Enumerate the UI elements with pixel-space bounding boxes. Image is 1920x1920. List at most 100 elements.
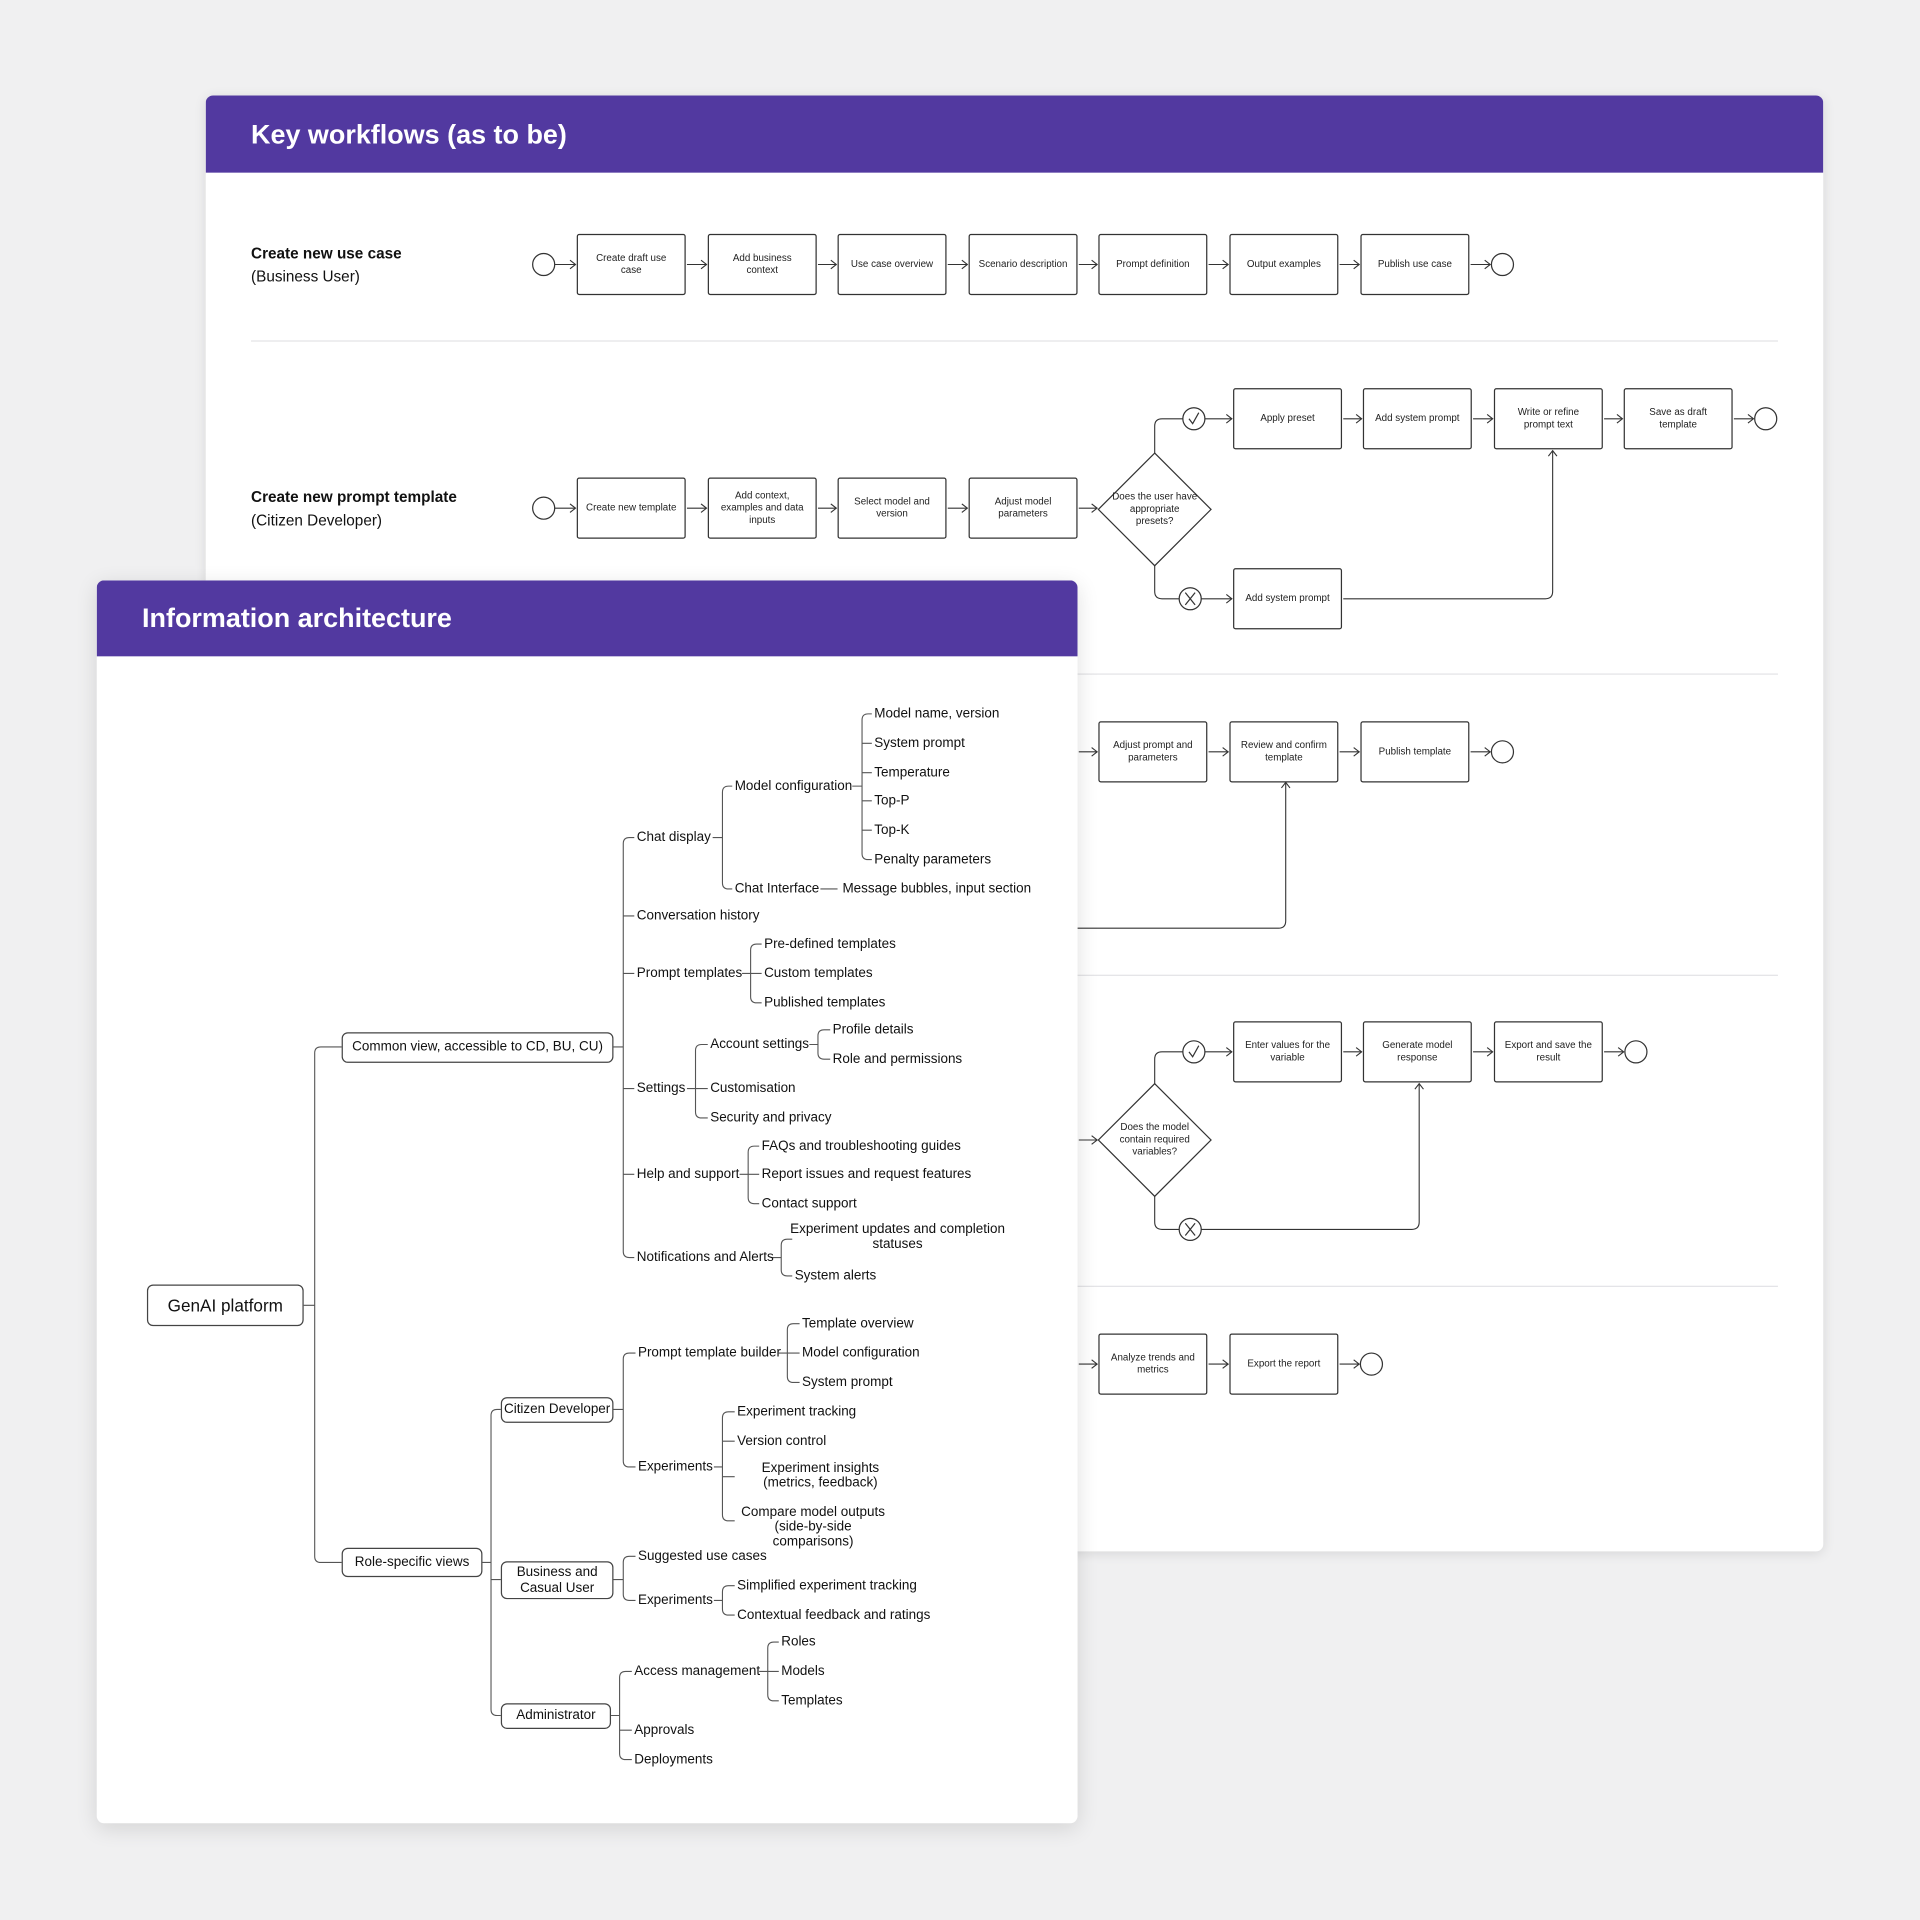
ia-item[interactable]: Models [781, 1664, 825, 1679]
ia-item[interactable]: Customisation [710, 1081, 796, 1096]
ia-item[interactable]: Model configuration [802, 1345, 920, 1361]
circle-event-icon [532, 496, 556, 520]
check-icon [1188, 1045, 1200, 1058]
tree-connector [686, 1043, 708, 1119]
step-box[interactable]: Prompt definition [1098, 233, 1208, 296]
ia-item[interactable]: FAQs and troubleshooting guides [761, 1138, 961, 1154]
ia-item[interactable]: Custom templates [764, 966, 873, 981]
ia-item[interactable]: Model name, version [874, 706, 1000, 722]
tree-connector [482, 1408, 501, 1717]
ia-item[interactable]: Access management [634, 1664, 761, 1679]
ia-item[interactable]: Conversation history [636, 908, 760, 924]
ia-item[interactable]: Temperature [874, 765, 950, 781]
ia-root-node[interactable]: GenAI platform [146, 1284, 304, 1327]
step-box[interactable]: Generate model response [1362, 1021, 1472, 1083]
step-box[interactable]: Write or refine prompt text [1493, 388, 1603, 450]
ia-item[interactable]: Experiment updates and completion status… [790, 1222, 1006, 1252]
ia-item[interactable]: Contact support [761, 1196, 857, 1212]
step-box[interactable]: Add business context [707, 233, 817, 296]
tree-connector [852, 713, 872, 861]
tree-connector [611, 1670, 632, 1761]
decision-text: Does the user have appropriate presets? [1112, 491, 1198, 527]
step-box[interactable]: Add context, examples and data inputs [707, 477, 817, 539]
ia-role-views-node[interactable]: Role-specific views [341, 1547, 483, 1578]
ia-item[interactable]: Version control [737, 1433, 827, 1449]
flow-connector [1201, 1082, 1424, 1230]
step-box[interactable]: Apply preset [1233, 388, 1343, 450]
tree-connector [613, 1555, 636, 1601]
ia-item[interactable]: Help and support [636, 1166, 740, 1182]
ia-item[interactable]: Deployments [634, 1752, 713, 1767]
step-box[interactable]: Output examples [1229, 233, 1339, 296]
step-box[interactable]: Create draft use case [576, 233, 686, 296]
ia-item[interactable]: System alerts [794, 1268, 877, 1284]
circle-event-icon [1490, 252, 1515, 277]
ia-item[interactable]: Account settings [710, 1037, 810, 1052]
step-box[interactable]: Adjust prompt and parameters [1098, 721, 1208, 783]
ia-item[interactable]: Chat Interface [734, 881, 820, 897]
ia-item[interactable]: Security and privacy [710, 1110, 832, 1126]
ia-item[interactable]: Chat display [636, 830, 711, 845]
ia-item[interactable]: Report issues and request features [761, 1166, 972, 1182]
step-box[interactable]: Save as draft template [1623, 388, 1733, 450]
step-box[interactable]: Export the report [1229, 1333, 1339, 1395]
ia-administrator-node[interactable]: Administrator [500, 1703, 612, 1729]
key-workflows-title: Key workflows (as to be) [251, 118, 567, 149]
ia-item[interactable]: Pre-defined templates [764, 936, 896, 952]
ia-item[interactable]: Contextual feedback and ratings [737, 1607, 931, 1623]
ia-item[interactable]: Top-K [874, 822, 910, 838]
ia-item[interactable]: System prompt [802, 1375, 893, 1390]
ia-item[interactable]: Experiments [637, 1459, 713, 1475]
ia-item[interactable]: Compare model outputs (side-by-side comp… [741, 1504, 885, 1549]
ia-item[interactable]: Template overview [802, 1316, 914, 1332]
ia-item[interactable]: Prompt template builder [637, 1345, 781, 1361]
ia-item[interactable]: Penalty parameters [874, 852, 992, 867]
step-box[interactable]: Create new template [576, 477, 686, 539]
step-box[interactable]: Select model and version [837, 477, 947, 539]
ia-item[interactable]: System prompt [874, 735, 965, 751]
step-box[interactable]: Publish template [1360, 721, 1470, 783]
step-box[interactable]: Use case overview [837, 233, 947, 296]
ia-item[interactable]: Profile details [832, 1022, 914, 1038]
step-box[interactable]: Add system prompt [1362, 388, 1472, 450]
ia-item[interactable]: Model configuration [734, 778, 853, 794]
ia-item[interactable]: Approvals [634, 1722, 695, 1738]
ia-common-view-node[interactable]: Common view, accessible to CD, BU, CU) [341, 1032, 614, 1063]
ia-item[interactable]: Roles [781, 1634, 816, 1650]
ia-item[interactable]: Notifications and Alerts [636, 1250, 774, 1265]
ia-citizen-developer-node[interactable]: Citizen Developer [500, 1397, 614, 1423]
workflow-name: Create new use case [251, 244, 402, 263]
ia-item[interactable]: Templates [781, 1693, 843, 1709]
ia-item[interactable]: Settings [636, 1081, 686, 1096]
workflow-role: (Citizen Developer) [251, 511, 383, 529]
step-box[interactable]: Scenario description [968, 233, 1078, 296]
decision-text: Does the model contain required variable… [1119, 1121, 1190, 1158]
step-box[interactable]: Export and save the result [1493, 1021, 1603, 1083]
ia-item[interactable]: Simplified experiment tracking [737, 1578, 917, 1594]
step-box[interactable]: Review and confirm template [1229, 721, 1339, 783]
ia-item[interactable]: Message bubbles, input section [842, 881, 1032, 897]
ia-item[interactable]: Role and permissions [832, 1051, 963, 1067]
step-box[interactable]: Add system prompt [1233, 568, 1343, 630]
ia-item[interactable]: Experiment insights (metrics, feedback) [761, 1460, 880, 1491]
step-box[interactable]: Analyze trends and metrics [1098, 1333, 1208, 1395]
circle-event-icon [1490, 740, 1515, 764]
tree-connector [713, 1411, 735, 1522]
ia-item[interactable]: Prompt templates [636, 966, 743, 981]
circle-event-icon [1624, 1040, 1648, 1064]
ia-item[interactable]: Experiments [637, 1593, 713, 1608]
ia-item[interactable]: Experiment tracking [737, 1404, 857, 1420]
information-architecture-card: Information architecture [96, 580, 1078, 1824]
step-box[interactable]: Publish use case [1360, 233, 1470, 296]
step-box[interactable]: Enter values for the variable [1233, 1021, 1343, 1083]
x-icon [1184, 592, 1196, 606]
ia-business-user-node[interactable]: Business and Casual User [500, 1561, 614, 1600]
step-box[interactable]: Adjust model parameters [968, 477, 1078, 539]
tree-connector [809, 1029, 831, 1060]
ia-item[interactable]: Suggested use cases [637, 1548, 767, 1564]
ia-item[interactable]: Top-P [874, 793, 910, 809]
ia-item[interactable]: Published templates [764, 995, 886, 1011]
workflow-role: (Business User) [251, 268, 360, 286]
